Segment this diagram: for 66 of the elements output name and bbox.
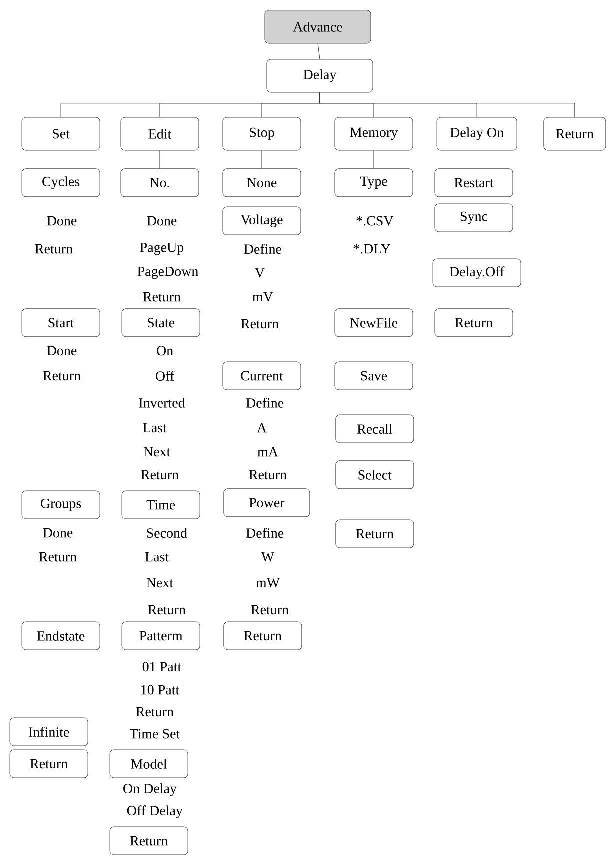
menu-box: Return [544,117,606,151]
menu-box: Return [434,308,514,338]
menu-box: Delay.Off [432,258,522,288]
menu-box: NewFile [334,308,414,338]
menu-box: Recall [336,414,414,444]
menu-item: Return [241,319,279,329]
menu-box: Edit [120,117,200,151]
menu-item: mW [256,578,280,588]
menu-item: W [261,552,275,562]
menu-box: Patterm [122,622,200,650]
menu-box: Endstate [22,622,100,650]
menu-item: V [255,268,265,278]
menu-box: Return [336,520,414,548]
menu-box: No. [120,168,200,198]
menu-box: Stop [222,117,302,151]
menu-item: PageDown [138,266,198,280]
menu-item: Next [144,447,171,457]
menu-item: Inverted [139,398,186,408]
menu-box: Voltage [222,206,302,236]
menu-box: Time [122,490,200,520]
menu-item: Done [47,216,77,226]
menu-box: Delay [266,59,374,93]
menu-box: None [222,168,302,198]
menu-box: Return [10,750,88,778]
menu-item: mV [252,292,274,302]
menu-box: Set [22,117,100,151]
menu-box: Select [336,460,414,490]
menu-box: Advance [264,10,372,44]
menu-item: Next [146,578,174,588]
menu-item: mA [258,447,278,457]
menu-box: Type [334,168,414,198]
menu-box: Model [110,750,188,778]
menu-item: Time Set [130,729,180,739]
menu-item: A [257,423,267,433]
menu-item: Return [136,707,174,717]
menu-item: *.CSV [356,216,394,226]
menu-item: Last [145,552,170,562]
menu-item: Done [147,216,177,226]
menu-item: Return [35,244,73,254]
connector-line [318,43,320,60]
menu-item: Return [148,605,186,615]
menu-item: Last [143,423,167,433]
menu-box: State [122,308,200,338]
menu-item: Second [147,528,188,538]
menu-item: Off Delay [127,806,183,818]
menu-box: Infinite [10,718,88,746]
menu-box: Groups [22,490,100,520]
menu-item: Return [43,371,81,381]
menu-item: 10 Patt [142,685,180,695]
menu-box: Cycles [22,168,100,198]
menu-item: PageUp [140,242,184,256]
menu-box: Return [110,826,188,856]
menu-item: On Delay [124,784,177,796]
menu-box: Save [334,362,414,390]
menu-box: Memory [334,117,414,151]
menu-box: Current [222,362,302,390]
menu-item: *.DLY [354,244,391,254]
menu-item: Off [156,371,175,381]
menu-box: Delay On [436,117,518,151]
menu-box: Sync [434,204,514,232]
connector-line [320,92,576,118]
menu-box: Return [224,622,302,650]
menu-item: Return [39,552,77,562]
menu-box: Start [22,308,100,338]
menu-box: Restart [434,168,514,198]
menu-box: Power [224,488,310,518]
